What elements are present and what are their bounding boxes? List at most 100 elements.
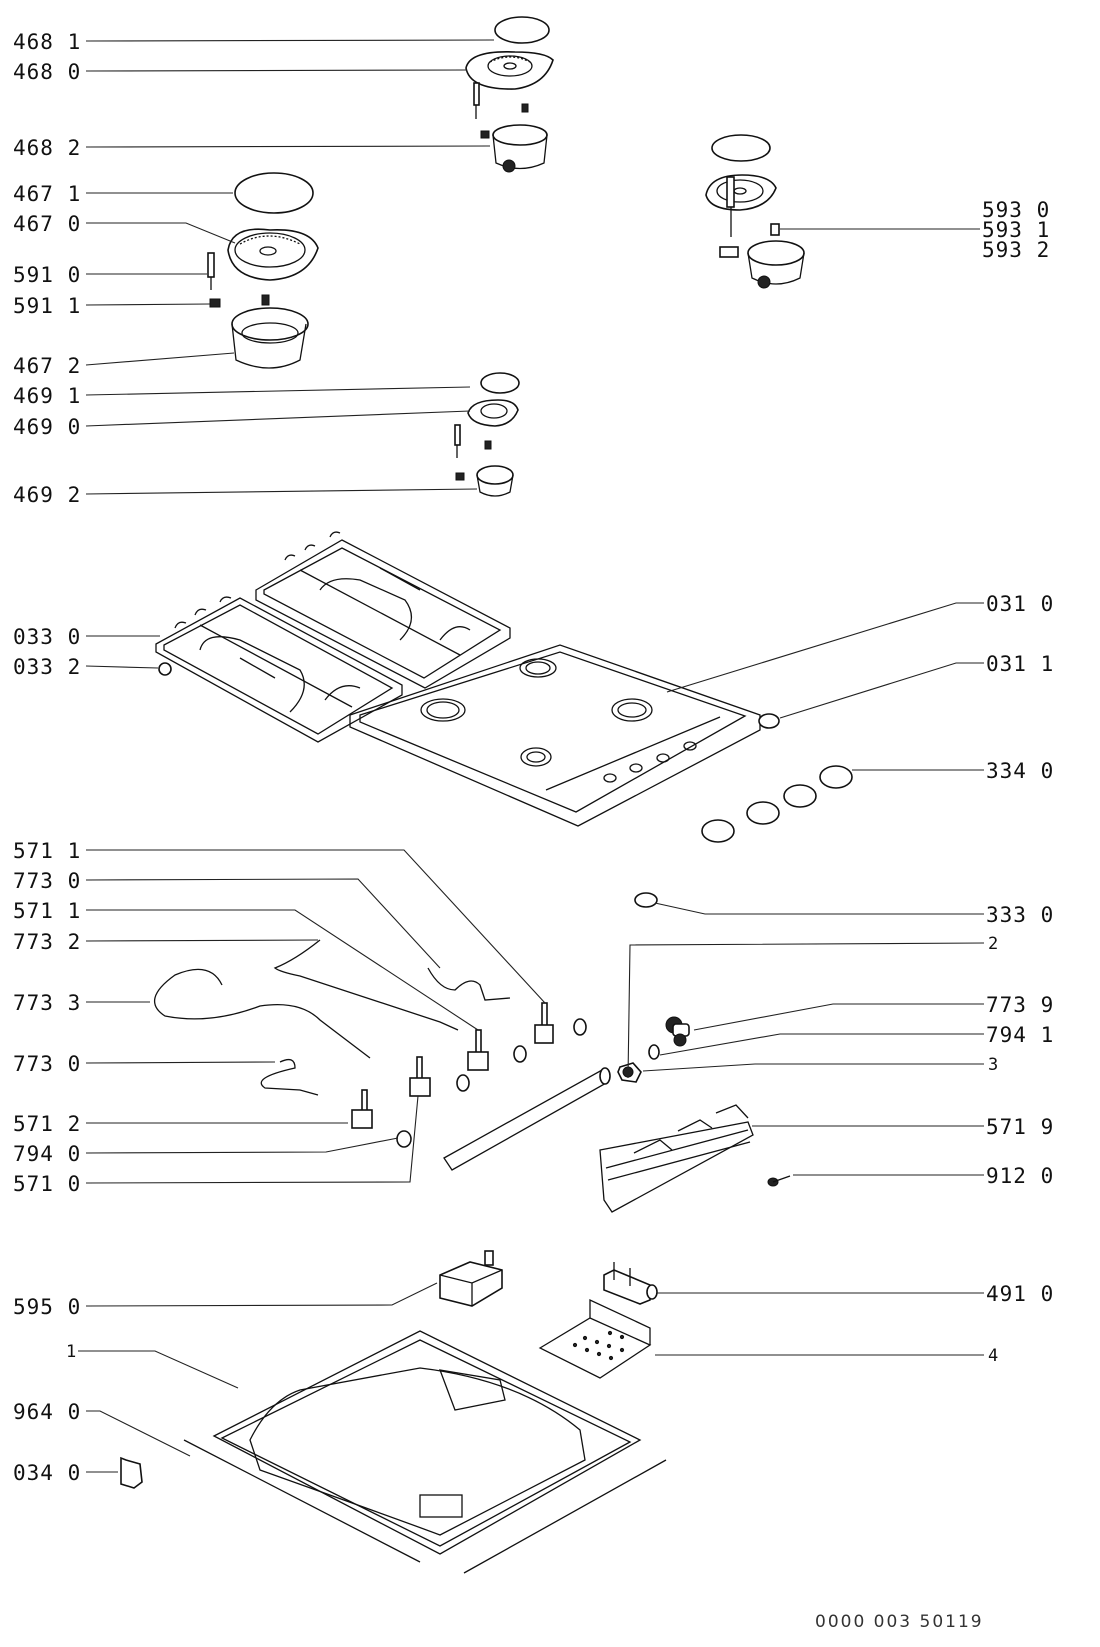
callout-label: 467 0 — [13, 212, 81, 236]
seal-ring-794-1 — [648, 1044, 660, 1060]
callout-label: 794 0 — [13, 1142, 81, 1166]
electrode-591 — [207, 252, 215, 290]
pan-support-grid-front — [155, 596, 403, 743]
leader-lines — [78, 39, 985, 1473]
burner-hole-front-left — [420, 698, 466, 722]
callout-label: 773 2 — [13, 930, 81, 954]
callout-label: 469 2 — [13, 483, 81, 507]
seal-strip — [183, 1439, 667, 1574]
callout-label: 912 0 — [986, 1164, 1054, 1188]
callout-label: 773 3 — [13, 991, 81, 1015]
callout-label: 467 2 — [13, 354, 81, 378]
gas-tap-571-1-a — [534, 1002, 554, 1044]
gas-pipe-773-0-upper — [427, 967, 511, 1001]
gas-tap-571-2 — [351, 1089, 373, 1129]
nut-3 — [617, 1062, 642, 1083]
callout-label: 591 1 — [13, 294, 81, 318]
burner-crown-593 — [705, 174, 777, 211]
callout-label: 334 0 — [986, 759, 1054, 783]
seal — [456, 1074, 470, 1092]
burner-body-467 — [231, 307, 309, 369]
gas-inlet-elbow-773-9 — [665, 1016, 690, 1047]
burner-hole-rear — [519, 658, 557, 678]
burner-cap-469 — [480, 372, 520, 394]
control-knob — [701, 819, 735, 843]
screw-912 — [767, 1175, 791, 1187]
seal — [573, 1018, 587, 1036]
burner-593-assembly — [705, 134, 805, 289]
seal — [513, 1045, 527, 1063]
callout-label: 571 9 — [986, 1115, 1054, 1139]
drawing-number: 0000 003 50119 — [815, 1612, 984, 1632]
gas-pipes-and-taps — [154, 939, 587, 1148]
callout-label: 591 0 — [13, 263, 81, 287]
plug-031-1 — [758, 713, 780, 729]
callout-label: 593 2 — [982, 238, 1050, 262]
hob-top-plate — [349, 644, 761, 827]
callout-label: 773 0 — [13, 869, 81, 893]
gas-tap-571-1-b — [467, 1029, 489, 1071]
callout-label: 033 2 — [13, 655, 81, 679]
clip-468 — [480, 130, 490, 139]
injector-468 — [521, 103, 529, 113]
callout-label: 468 1 — [13, 30, 81, 54]
callout-label: 2 — [988, 934, 998, 954]
burner-crown-469 — [467, 399, 519, 427]
knob-hole — [683, 741, 697, 751]
pan-support-grids — [155, 531, 511, 743]
callout-label: 033 0 — [13, 625, 81, 649]
burner-cap-467 — [234, 172, 314, 214]
callout-label: 593 1 — [982, 218, 1050, 242]
burner-body-593 — [747, 240, 805, 289]
burner-crown-468 — [465, 51, 554, 90]
microswitch — [603, 1262, 658, 1305]
clip-469 — [455, 472, 465, 481]
fixing-clamp — [120, 1456, 143, 1489]
callout-label: 469 1 — [13, 384, 81, 408]
burner-hole-right — [611, 698, 653, 722]
ignition-generator — [439, 1250, 503, 1307]
knob-hole — [629, 763, 643, 773]
button-333 — [634, 892, 658, 908]
burner-crown-467 — [227, 228, 319, 281]
burner-467-assembly — [207, 172, 319, 369]
callout-label: 333 0 — [986, 903, 1054, 927]
callout-label: 468 0 — [13, 60, 81, 84]
grid-rubber-foot — [158, 662, 172, 676]
gas-pipe-773-3 — [154, 968, 371, 1059]
injector-469 — [484, 440, 492, 450]
hob-bottom-casing — [212, 1330, 642, 1555]
callout-label: 571 1 — [13, 839, 81, 863]
burner-cap-468 — [494, 16, 550, 44]
callout-label: 4 — [988, 1346, 998, 1366]
tap-bracket — [599, 1104, 754, 1213]
electrode-468 — [473, 82, 480, 119]
burner-body-469 — [476, 465, 514, 497]
burner-body-468 — [492, 124, 548, 173]
callout-label: 031 1 — [986, 652, 1054, 676]
seal-794-0 — [396, 1130, 412, 1148]
callout-labels: 468 1 468 0 468 2 467 1 467 0 591 0 591 … — [13, 30, 1054, 1485]
gas-tap-571-0 — [409, 1056, 431, 1097]
callout-label: 571 0 — [13, 1172, 81, 1196]
control-knobs — [701, 765, 853, 843]
knob-hole — [603, 773, 617, 783]
electrode-593 — [726, 176, 735, 237]
injector-593 — [770, 223, 780, 236]
clip-591 — [209, 298, 221, 308]
callout-label: 794 1 — [986, 1023, 1054, 1047]
control-knob — [819, 765, 853, 789]
callout-label: 595 0 — [13, 1295, 81, 1319]
callout-label: 469 0 — [13, 415, 81, 439]
pan-support-grid-rear — [255, 531, 511, 689]
knob-hole — [656, 753, 670, 763]
electrode-469 — [454, 424, 461, 458]
callout-label: 571 2 — [13, 1112, 81, 1136]
callout-label: 3 — [988, 1055, 998, 1075]
callout-label: 1 — [66, 1342, 76, 1362]
burner-468-assembly — [465, 16, 554, 173]
callout-label: 571 1 — [13, 899, 81, 923]
gas-manifold-tube — [443, 1067, 611, 1171]
